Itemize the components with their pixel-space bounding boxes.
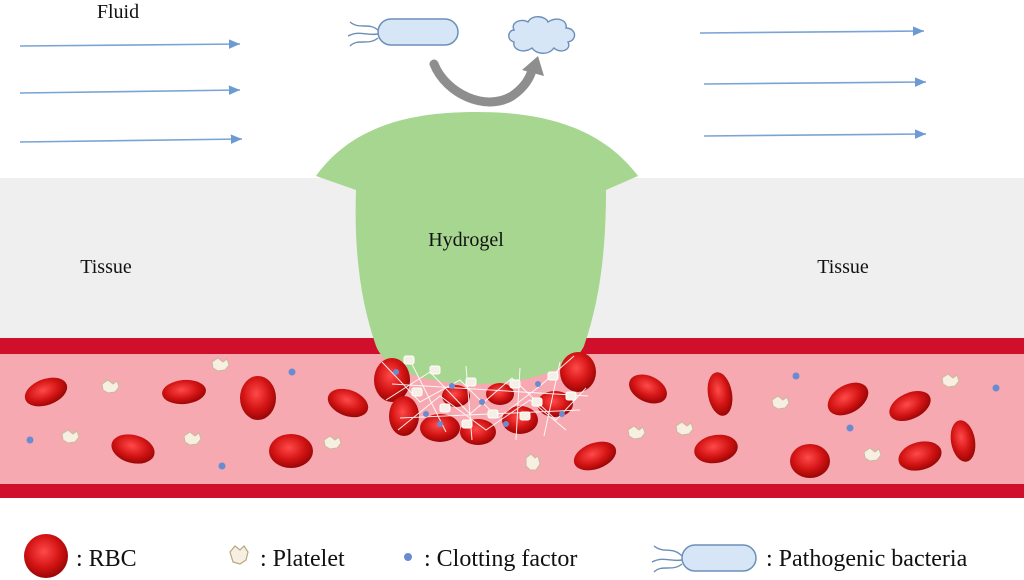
curved-arrow-icon xyxy=(429,59,537,107)
legend: : RBC : Platelet : Clotting factor : Pat… xyxy=(24,534,968,578)
platelet-icon xyxy=(675,421,694,436)
clotting-factor-dot-icon xyxy=(559,411,565,417)
tissue-right-label: Tissue xyxy=(817,256,869,278)
red-blood-cell-icon xyxy=(629,374,667,404)
platelet-icon xyxy=(547,371,559,381)
clotting-factor-dot-icon xyxy=(846,424,854,432)
clotting-factor-dot-icon xyxy=(437,421,443,427)
platelet-icon xyxy=(101,379,120,394)
legend-bacteria-label: : Pathogenic bacteria xyxy=(766,546,968,572)
red-blood-cell-icon xyxy=(389,396,419,436)
clotting-factor-dot-icon xyxy=(393,369,399,375)
clotting-factor-dot-icon xyxy=(288,368,296,376)
red-blood-cell-icon xyxy=(111,434,155,464)
legend-rbc-label: : RBC xyxy=(76,546,137,572)
platelet-icon xyxy=(771,395,790,410)
red-blood-cell-icon xyxy=(269,434,313,468)
platelet-icon xyxy=(403,355,415,365)
platelet-icon xyxy=(565,391,577,401)
red-blood-cell-icon xyxy=(707,372,733,416)
clotting-factor-dot-icon xyxy=(218,462,226,470)
platelet-icon xyxy=(531,397,543,407)
red-blood-cell-icon xyxy=(24,534,68,578)
clotting-factors xyxy=(26,368,1000,470)
platelet-icon xyxy=(429,365,441,375)
red-blood-cell-icon xyxy=(486,383,514,405)
flow-arrow xyxy=(19,85,241,95)
red-blood-cell-icon xyxy=(502,406,538,434)
red-blood-cell-icon xyxy=(420,414,460,442)
flow-arrow xyxy=(703,77,927,87)
platelet-icon xyxy=(487,409,499,419)
clot-cluster xyxy=(374,352,596,445)
red-blood-cell-icon xyxy=(889,390,931,422)
platelet-icon xyxy=(61,429,80,444)
clotting-factor-dot-icon xyxy=(449,383,455,389)
platelet-icon xyxy=(525,453,541,471)
clotting-factor-dot-icon xyxy=(26,436,34,444)
platelet-icon xyxy=(211,357,230,372)
flow-arrow xyxy=(19,134,243,144)
red-blood-cell-icon xyxy=(374,358,410,402)
platelet-icon xyxy=(509,379,521,389)
red-blood-cell-icon xyxy=(24,377,68,407)
platelet-icon xyxy=(519,411,531,421)
platelet-icon xyxy=(941,373,960,388)
hydrogel-label: Hydrogel xyxy=(428,229,504,251)
clotting-factor-dot-icon xyxy=(423,411,429,417)
clotting-factor-dot-icon xyxy=(404,553,412,561)
red-blood-cell-icon xyxy=(790,444,830,478)
platelet-icon xyxy=(411,387,423,397)
red-blood-cell-icon xyxy=(162,379,206,405)
clotting-factor-dot-icon xyxy=(503,421,509,427)
red-blood-cell-icon xyxy=(898,441,942,471)
fluid-flow-arrows xyxy=(19,26,927,144)
legend-clotting-factor-label: : Clotting factor xyxy=(424,546,577,572)
clotting-factor-dot-icon xyxy=(479,399,485,405)
rod-bacteria-with-flagella-icon xyxy=(651,544,757,573)
clotting-factor-dot-icon xyxy=(792,372,800,380)
clotting-factor-dot-icon xyxy=(535,381,541,387)
red-blood-cell-icon xyxy=(573,441,617,471)
red-blood-cell-icon xyxy=(694,434,738,464)
flow-arrow xyxy=(699,26,925,36)
clotting-factor-dot-icon xyxy=(992,384,1000,392)
red-blood-cells xyxy=(24,372,976,478)
lysed-bacteria-cloud-icon xyxy=(508,16,576,54)
platelet-icon xyxy=(439,403,451,413)
rod-bacteria-with-flagella-icon xyxy=(347,18,459,47)
red-blood-cell-icon xyxy=(560,352,596,392)
hydrogel-plug xyxy=(316,112,638,384)
flow-arrow xyxy=(19,39,241,49)
platelets xyxy=(61,357,960,471)
red-blood-cell-icon xyxy=(950,420,976,462)
red-blood-cell-icon xyxy=(327,388,369,418)
platelet-icon xyxy=(229,545,249,565)
red-blood-cell-icon xyxy=(442,385,470,407)
red-blood-cell-icon xyxy=(240,376,276,420)
tissue-left-label: Tissue xyxy=(80,256,132,278)
red-blood-cell-icon xyxy=(827,382,869,416)
flow-arrow xyxy=(703,129,927,139)
platelet-icon xyxy=(863,447,882,462)
fluid-label: Fluid xyxy=(97,1,139,23)
platelet-icon xyxy=(183,431,202,446)
platelet-icon xyxy=(627,425,646,440)
platelet-icon xyxy=(323,435,342,450)
platelet-icon xyxy=(465,377,477,387)
platelet-icon xyxy=(461,419,473,429)
legend-platelet-label: : Platelet xyxy=(260,546,345,572)
curved-arrow-head xyxy=(522,56,544,76)
vessel-wall-bottom xyxy=(0,484,1024,498)
